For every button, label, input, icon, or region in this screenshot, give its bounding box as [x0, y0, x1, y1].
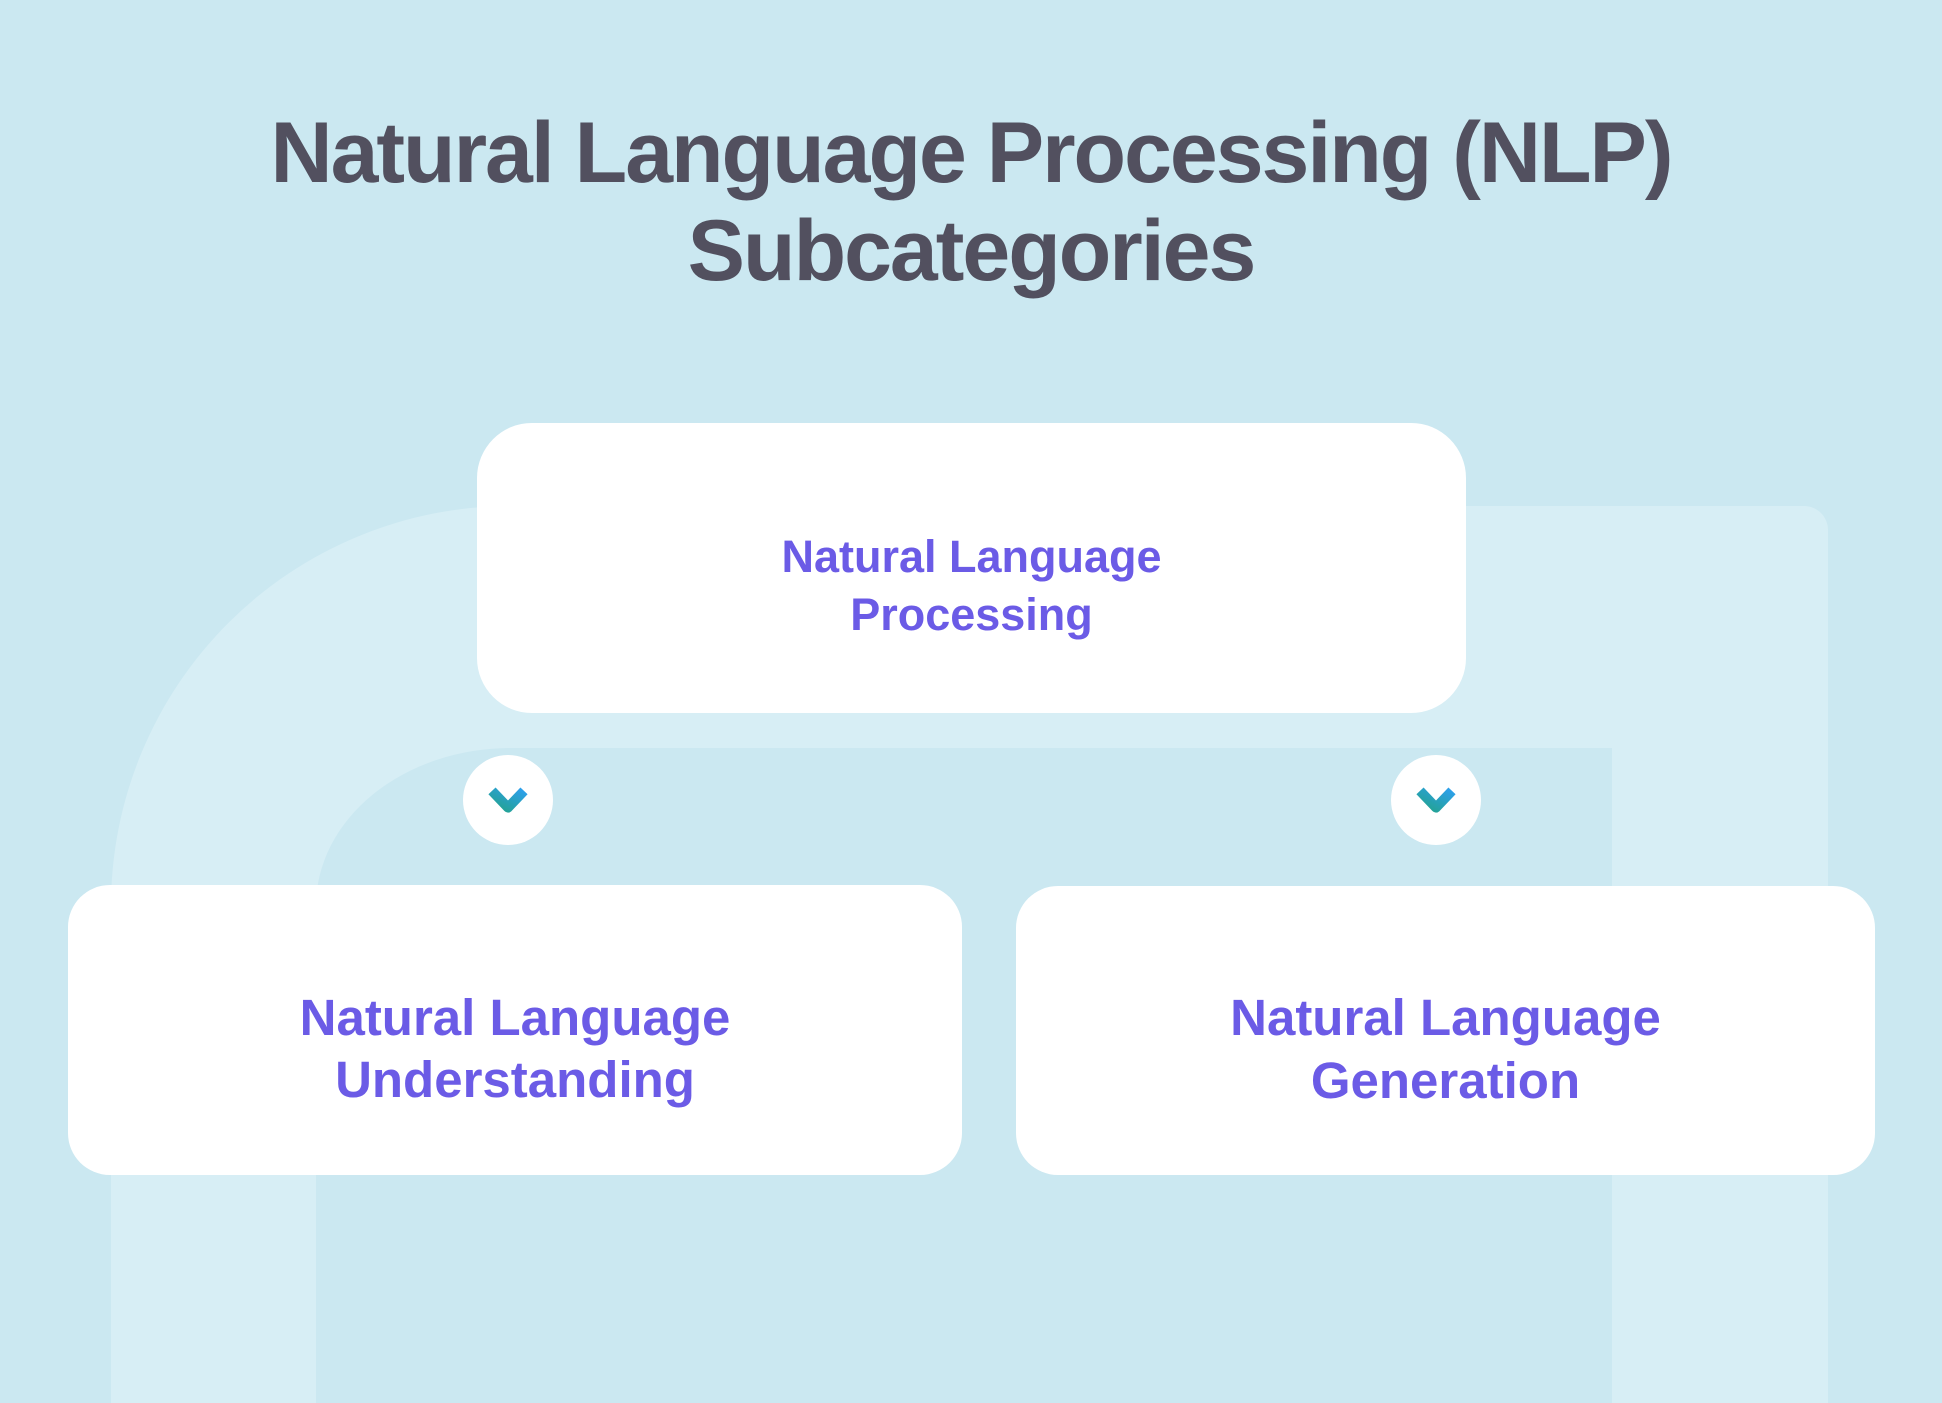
connector-chevron-badge-right [1391, 755, 1481, 845]
page-title-line-1: Natural Language Processing (NLP) [270, 105, 1673, 201]
connector-chevron-badge-left [463, 755, 553, 845]
node-label-line: Generation [1310, 1051, 1581, 1109]
node-label-line: Processing [850, 589, 1093, 640]
node-natural-language-understanding: Natural Language Understanding [68, 885, 962, 1175]
page-title: Natural Language Processing (NLP) Subcat… [0, 104, 1942, 300]
node-natural-language-generation: Natural Language Generation [1016, 886, 1875, 1175]
page-title-line-2: Subcategories [687, 203, 1257, 300]
node-label-line: Understanding [335, 1051, 695, 1108]
node-label-line: Natural Language [1230, 989, 1661, 1047]
node-label-line: Natural Language [781, 530, 1162, 582]
node-natural-language-processing: Natural Language Processing [477, 423, 1466, 713]
chevron-down-icon [488, 787, 528, 813]
chevron-down-icon [1416, 787, 1456, 813]
node-label-line: Natural Language [299, 988, 731, 1046]
